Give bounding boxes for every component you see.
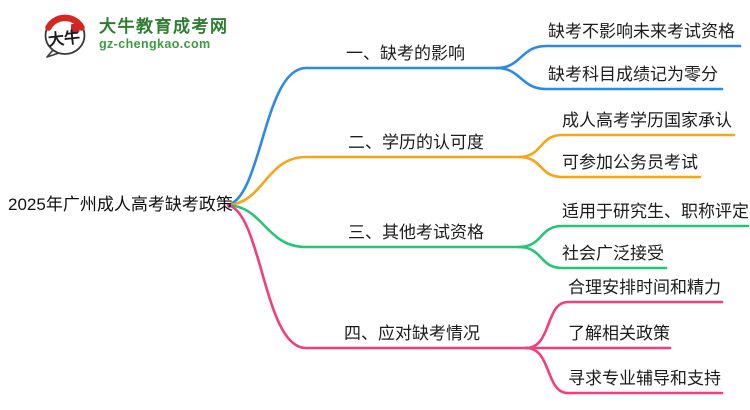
speech-bubble-logo-icon: 大牛 <box>44 14 86 58</box>
logo-title: 大牛教育成考网 <box>99 16 229 36</box>
branch3-child1-line <box>517 224 750 249</box>
branch3-trunk-line <box>226 203 521 249</box>
branch4-child3-label: 寻求专业辅导和支持 <box>568 369 721 388</box>
branch1-child2-label: 缺考科目成绩记为零分 <box>548 65 718 84</box>
branch2-child1-label: 成人高考学历国家承认 <box>562 111 732 130</box>
branch1-child1-line <box>495 44 742 70</box>
branch4-label: 四、应对缺考情况 <box>344 324 480 343</box>
branch2-child1-line <box>517 133 736 159</box>
logo-icon-text: 大牛 <box>47 27 81 49</box>
logo-red-arc <box>45 14 85 31</box>
branch2-label: 二、学历的认可度 <box>348 133 484 152</box>
branch1-child2-line <box>495 66 724 91</box>
branch1-child1-label: 缺考不影响未来考试资格 <box>548 22 735 41</box>
branch3-child2-line <box>517 245 668 270</box>
branch1-trunk-line <box>226 66 499 207</box>
branch4-child1-line <box>524 300 724 350</box>
branch4-child2-label: 了解相关政策 <box>568 324 670 343</box>
branch4-trunk-line <box>226 203 528 350</box>
branch1-label: 一、缺考的影响 <box>346 44 465 63</box>
logo-domain: gz-chengkao.com <box>99 37 211 52</box>
site-logo[interactable]: 大牛 大牛教育成考网 gz-chengkao.com <box>40 12 229 58</box>
branch2-child2-label: 可参加公务员考试 <box>562 153 698 172</box>
branch2-trunk-line <box>226 155 521 207</box>
branch3-label: 三、其他考试资格 <box>348 223 484 242</box>
branch4-child3-line <box>524 346 724 395</box>
root-node-label: 2025年广州成人高考缺考政策 <box>8 195 233 214</box>
branch2-child2-line <box>517 155 702 179</box>
branch3-child2-label: 社会广泛接受 <box>562 244 664 263</box>
logo-seal-icon <box>71 24 80 33</box>
branch4-child1-label: 合理安排时间和精力 <box>568 278 721 297</box>
branch3-child1-label: 适用于研究生、职称评定 <box>562 202 749 221</box>
